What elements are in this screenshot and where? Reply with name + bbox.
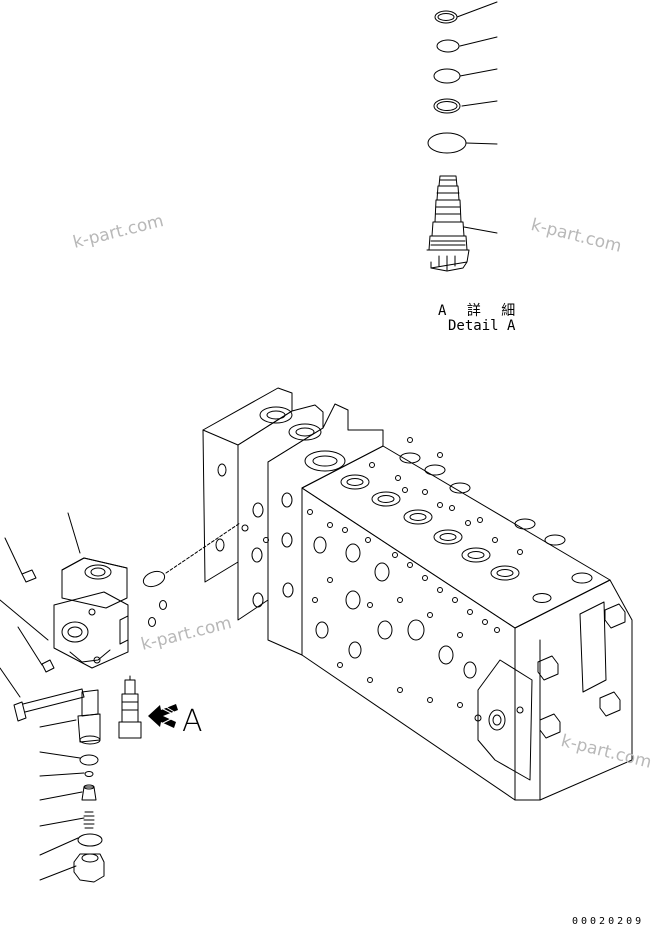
gasket-part	[427, 132, 467, 154]
end-block-assembly	[0, 512, 178, 883]
long-bolt	[13, 688, 85, 722]
view-arrow	[148, 704, 178, 728]
seal-ring-part	[433, 68, 461, 84]
small-o-ring	[159, 600, 167, 610]
view-arrow-label: A	[182, 704, 203, 739]
main-control-valve	[202, 387, 633, 801]
drawing-number: 00020209	[572, 916, 645, 927]
o-ring-large-part	[433, 98, 461, 114]
small-o-ring	[148, 617, 156, 627]
detail-a-group	[426, 1, 498, 272]
relief-valve-cartridge-small	[118, 675, 142, 739]
o-ring-part	[434, 10, 458, 24]
port-o-ring	[142, 570, 166, 588]
backup-ring-part	[436, 39, 460, 53]
end-cap-bolts	[537, 603, 626, 739]
stack-backup-ring	[77, 833, 103, 847]
detail-label-jp: A 詳 細	[438, 303, 522, 319]
stack-o-ring	[79, 754, 99, 766]
detail-label-en: Detail A	[448, 318, 516, 334]
relief-valve-cartridge	[426, 175, 470, 272]
